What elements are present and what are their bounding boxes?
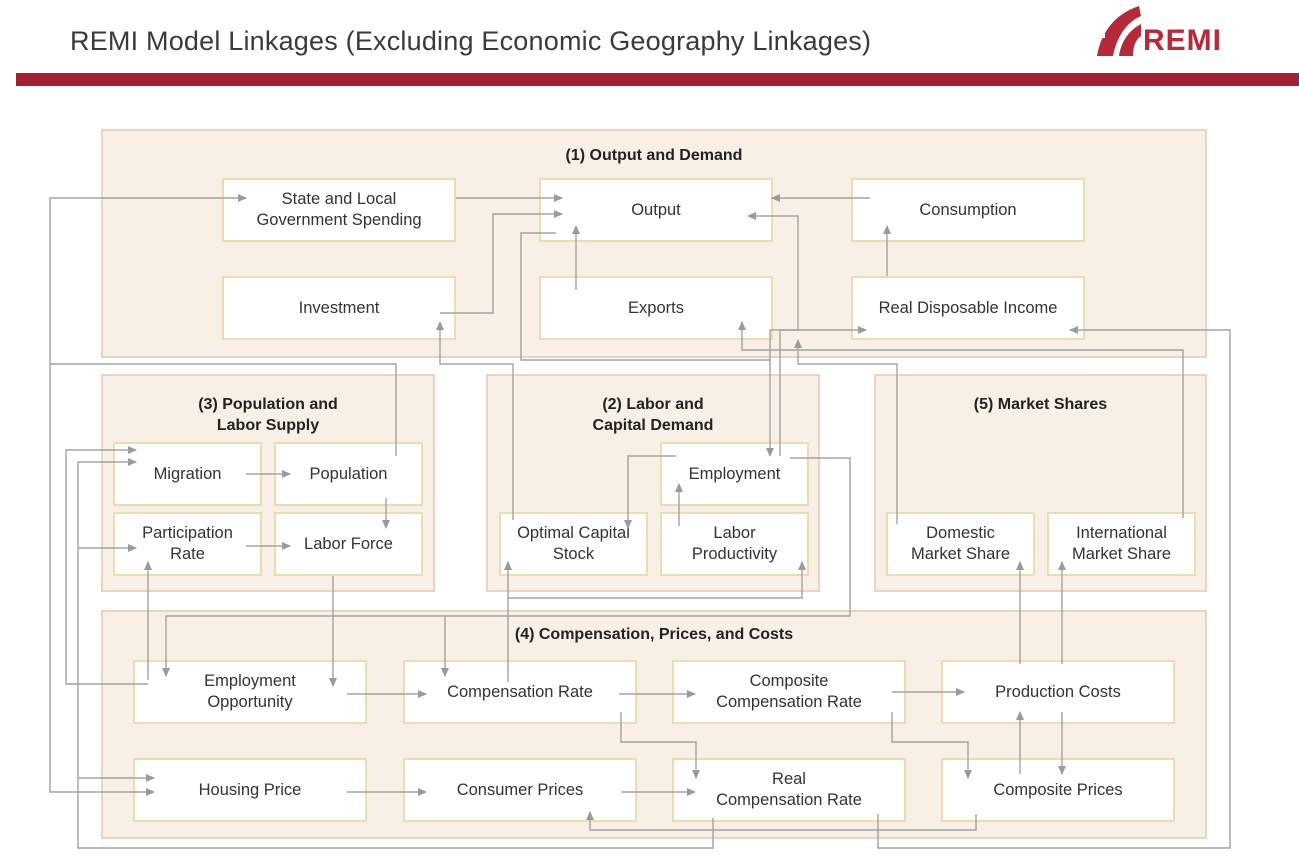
box-employment-opportunity: Employment Opportunity (133, 660, 367, 724)
arrow-ims-to-exports (738, 321, 1184, 518)
arrow-employment-to-rdi (769, 326, 867, 360)
box-composite-compensation-rate: Composite Compensation Rate (672, 660, 906, 724)
box-population: Population (274, 442, 423, 506)
panel-title-compensation: (4) Compensation, Prices, and Costs (514, 626, 794, 643)
box-composite-prices: Composite Prices (941, 758, 1175, 822)
page-title: REMI Model Linkages (Excluding Economic … (70, 26, 872, 56)
box-optimal-capital-stock: Optimal Capital Stock (499, 512, 648, 576)
arrow-gov-loop-to-housing (49, 364, 155, 796)
box-consumer-prices: Consumer Prices (403, 758, 637, 822)
arrow-output-to-employment (520, 232, 774, 457)
arrow-composite-comp-to-compprices (891, 712, 972, 779)
box-production-costs: Production Costs (941, 660, 1175, 724)
arrow-employment-to-output (747, 212, 799, 456)
box-state-local-gov: State and Local Government Spending (222, 178, 456, 242)
panel-title-output-demand: (1) Output and Demand (565, 147, 743, 164)
arrow-employment-to-empopp (162, 457, 851, 677)
panel-title-market-shares: (5) Market Shares (973, 396, 1108, 413)
logo-text: REMI (1143, 24, 1222, 57)
box-employment: Employment (660, 442, 809, 506)
box-migration: Migration (113, 442, 262, 506)
box-real-compensation-rate: Real Compensation Rate (672, 758, 906, 822)
arrow-compprices-to-consumer (586, 811, 977, 831)
arrow-comprate-to-productivity (508, 561, 806, 599)
arrow-realcomp-to-housing (77, 774, 714, 849)
arrow-dms-to-output (794, 339, 898, 524)
arrow-comprate-to-realcomp (620, 712, 700, 779)
arrow-empopp-to-migration (65, 446, 148, 685)
arrow-investment-to-output (440, 210, 563, 314)
header-rule (16, 73, 1299, 86)
box-real-disposable-income: Real Disposable Income (851, 276, 1085, 340)
box-investment: Investment (222, 276, 456, 340)
arrow-population-to-gov (49, 194, 397, 456)
arrow-employment-to-ocs (624, 455, 676, 529)
box-compensation-rate: Compensation Rate (403, 660, 637, 724)
box-labor-force: Labor Force (274, 512, 423, 576)
panel-title-labor-capital: (2) Labor and Capital Demand (592, 396, 714, 434)
logo-mark-icon (1093, 6, 1141, 56)
box-consumption: Consumption (851, 178, 1085, 242)
box-domestic-market-share: Domestic Market Share (886, 512, 1035, 576)
arrow-realcomp-loop-to-migration (77, 458, 137, 778)
arrow-realcomp-to-rdi (877, 326, 1231, 849)
box-housing-price: Housing Price (133, 758, 367, 822)
box-labor-productivity: Labor Productivity (660, 512, 809, 576)
remi-logo: REMI (1093, 2, 1243, 58)
box-international-market-share: International Market Share (1047, 512, 1196, 576)
box-participation-rate: Participation Rate (113, 512, 262, 576)
panel-title-population: (3) Population and Labor Supply (198, 396, 338, 434)
arrow-ocs-to-investment (436, 321, 514, 520)
box-exports: Exports (539, 276, 773, 340)
